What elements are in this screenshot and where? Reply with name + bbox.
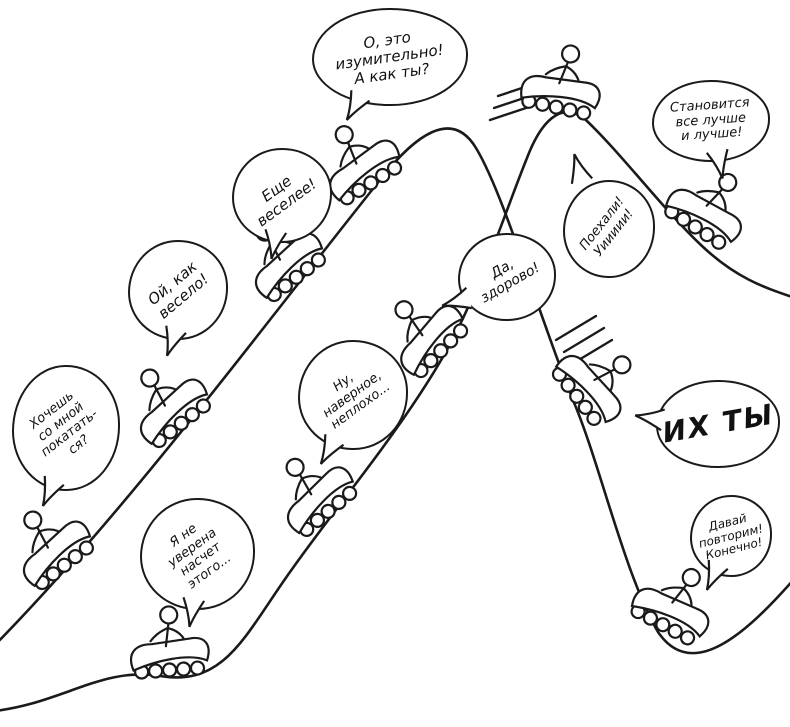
bubble-outline: О, это изумительно! А как ты?: [312, 8, 468, 106]
speech-bubble-better-and-better: Становится все лучше и лучше!: [652, 80, 770, 179]
speech-bubble-wow: ИХ ТЫ: [634, 380, 780, 468]
bubble-tail: [634, 408, 666, 432]
bubble-tail: [264, 228, 288, 260]
track-front: [0, 127, 790, 655]
bubble-outline: Становится все лучше и лучше!: [652, 80, 770, 162]
speech-bubble-maybe-ok: Ну, наверное, неплохо...: [298, 340, 408, 465]
bubble-outline: Еще веселее!: [232, 148, 332, 243]
bubble-tail: [319, 434, 345, 465]
bubble-text: Давай повторим! Конечно!: [697, 510, 765, 563]
bubble-text: Ну, наверное, неплохо...: [320, 367, 394, 433]
bubble-outline: Да, здорово!: [458, 233, 556, 321]
speech-bubble-again: Давай повторим! Конечно!: [690, 495, 772, 591]
bubble-outline: Хочешь со мной покатать- ся?: [12, 365, 120, 491]
bubble-outline: Давай повторим! Конечно!: [690, 495, 772, 577]
speech-bubble-even-more-fun: Еще веселее!: [232, 148, 332, 260]
bubble-text: Становится все лучше и лучше!: [669, 95, 751, 145]
bubble-outline: Ну, наверное, неплохо...: [298, 340, 408, 450]
bubble-tail: [705, 148, 729, 179]
bubble-text: Ой, как весело!: [144, 257, 213, 323]
speech-bubble-amazing: О, это изумительно! А как ты?: [312, 8, 468, 121]
bubble-outline: ИХ ТЫ: [656, 380, 780, 468]
bubble-text: Еще веселее!: [253, 171, 321, 230]
cart-so-fun: [111, 347, 219, 453]
speech-bubble-invitation: Хочешь со мной покатать- ся?: [12, 365, 120, 507]
bubble-text: О, это изумительно! А как ты?: [334, 27, 446, 88]
bubble-outline: Поехали! Уиииии!: [563, 180, 655, 278]
cart-lets-go: [516, 36, 610, 123]
bubble-outline: Я не уверена насчет этого...: [140, 498, 255, 610]
bubble-tail: [441, 287, 472, 310]
speech-bubble-lets-go: Поехали! Уиииии!: [563, 153, 655, 278]
bubble-tail: [345, 90, 371, 121]
bubble-outline: Ой, как весело!: [128, 240, 228, 340]
speed-lines-drop: [554, 314, 614, 366]
bubble-tail: [182, 596, 206, 628]
bubble-tail: [165, 325, 187, 357]
speech-bubble-not-sure: Я не уверена насчет этого...: [140, 498, 255, 628]
bubble-text: ИХ ТЫ: [659, 397, 777, 450]
bubble-text: Поехали! Уиииии!: [577, 194, 638, 260]
bubble-text: Хочешь со мной покатать- ся?: [26, 388, 102, 460]
bubble-tail: [41, 475, 65, 507]
speech-bubble-so-fun: Ой, как весело!: [128, 240, 228, 357]
speech-bubble-yes-great: Да, здорово!: [441, 233, 556, 321]
bubble-text: Я не уверена насчет этого...: [165, 520, 235, 592]
bubble-tail: [705, 559, 729, 591]
bubble-tail: [570, 153, 593, 184]
bubble-text: Да, здорово!: [478, 256, 543, 307]
